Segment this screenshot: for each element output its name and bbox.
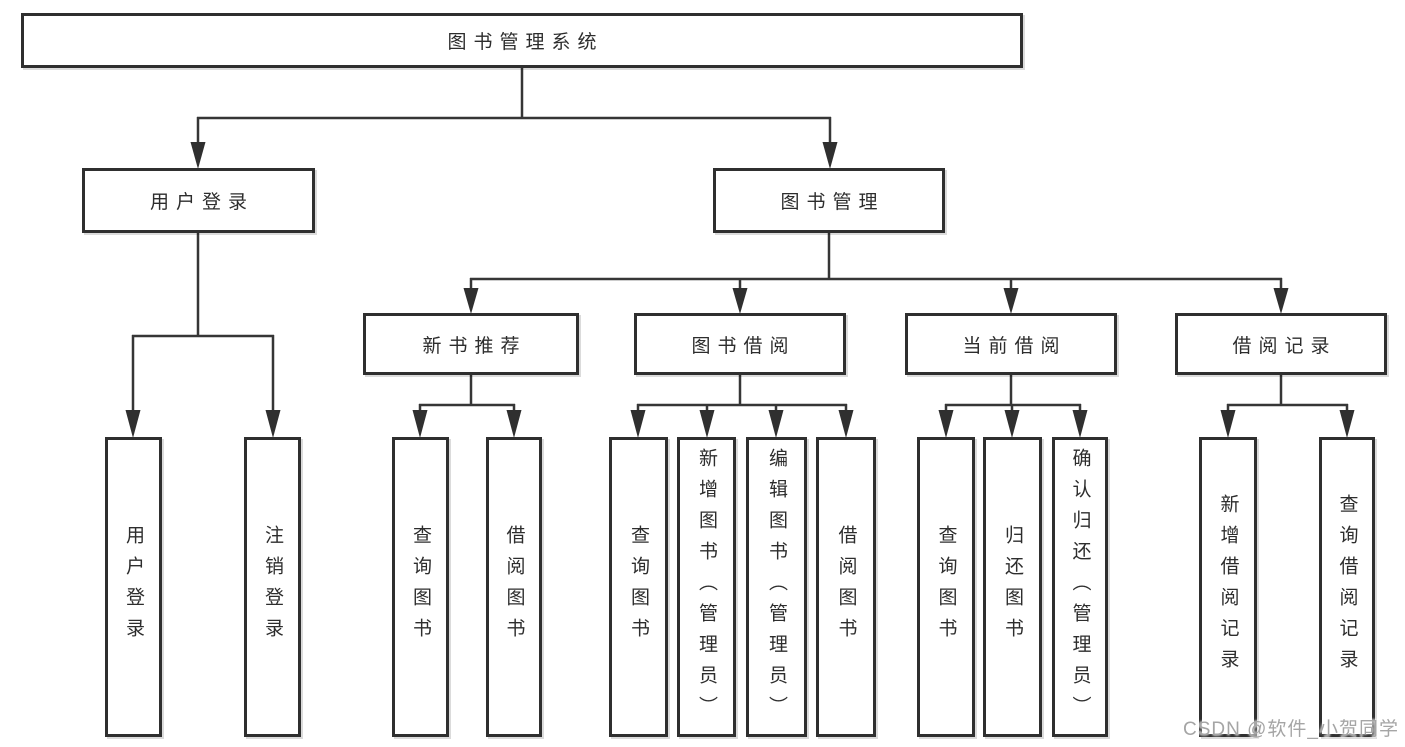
leaf-label: 确认归还（管理员） (1069, 447, 1091, 727)
node-library-management-system: 图书管理系统 (21, 13, 1023, 68)
leaf-label: 查询图书 (935, 525, 957, 649)
node-borrow-records: 借阅记录 (1175, 313, 1387, 375)
node-label: 用户登录 (149, 192, 254, 213)
leaf-recommend-query-books: 查询图书 (392, 437, 449, 737)
node-book-management: 图书管理 (713, 168, 945, 233)
leaf-borrow-add-books-admin: 新增图书（管理员） (677, 437, 736, 737)
node-label: 图书借阅 (691, 335, 796, 357)
leaf-label: 查询图书 (628, 525, 649, 649)
leaf-label: 新增图书（管理员） (696, 447, 717, 727)
leaf-current-query-books: 查询图书 (917, 437, 975, 737)
leaf-label: 归还图书 (1002, 525, 1023, 649)
leaf-records-query-record: 查询借阅记录 (1319, 437, 1375, 737)
node-book-borrow: 图书借阅 (634, 313, 846, 375)
leaf-label: 查询借阅记录 (1336, 494, 1358, 680)
leaf-label: 借阅图书 (503, 525, 525, 649)
leaf-label: 编辑图书（管理员） (766, 447, 787, 727)
leaf-records-add-record: 新增借阅记录 (1199, 437, 1257, 737)
node-label: 借阅记录 (1232, 335, 1337, 357)
node-label: 新书推荐 (422, 335, 527, 357)
leaf-label: 查询图书 (410, 525, 431, 649)
node-current-borrow: 当前借阅 (905, 313, 1117, 375)
leaf-label: 借阅图书 (835, 525, 857, 649)
leaf-logout: 注销登录 (244, 437, 301, 737)
leaf-label: 注销登录 (262, 525, 283, 649)
node-label: 图书管理系统 (447, 32, 604, 53)
node-user-login: 用户登录 (82, 168, 315, 233)
arrowhead-icons (125, 142, 1355, 438)
leaf-label: 用户登录 (123, 525, 144, 649)
leaf-user-login: 用户登录 (105, 437, 162, 737)
node-label: 图书管理 (780, 192, 885, 213)
leaf-label: 新增借阅记录 (1217, 494, 1239, 680)
leaf-borrow-edit-books-admin: 编辑图书（管理员） (746, 437, 807, 737)
node-label: 当前借阅 (962, 335, 1067, 357)
csdn-watermark: CSDN @软件_小贺同学 (1183, 719, 1399, 740)
leaf-borrow-query-books: 查询图书 (609, 437, 668, 737)
leaf-current-return-books: 归还图书 (983, 437, 1042, 737)
leaf-current-confirm-return-admin: 确认归还（管理员） (1052, 437, 1108, 737)
leaf-borrow-borrow-books: 借阅图书 (816, 437, 876, 737)
node-new-book-recommend: 新书推荐 (363, 313, 579, 375)
leaf-recommend-borrow-books: 借阅图书 (486, 437, 542, 737)
